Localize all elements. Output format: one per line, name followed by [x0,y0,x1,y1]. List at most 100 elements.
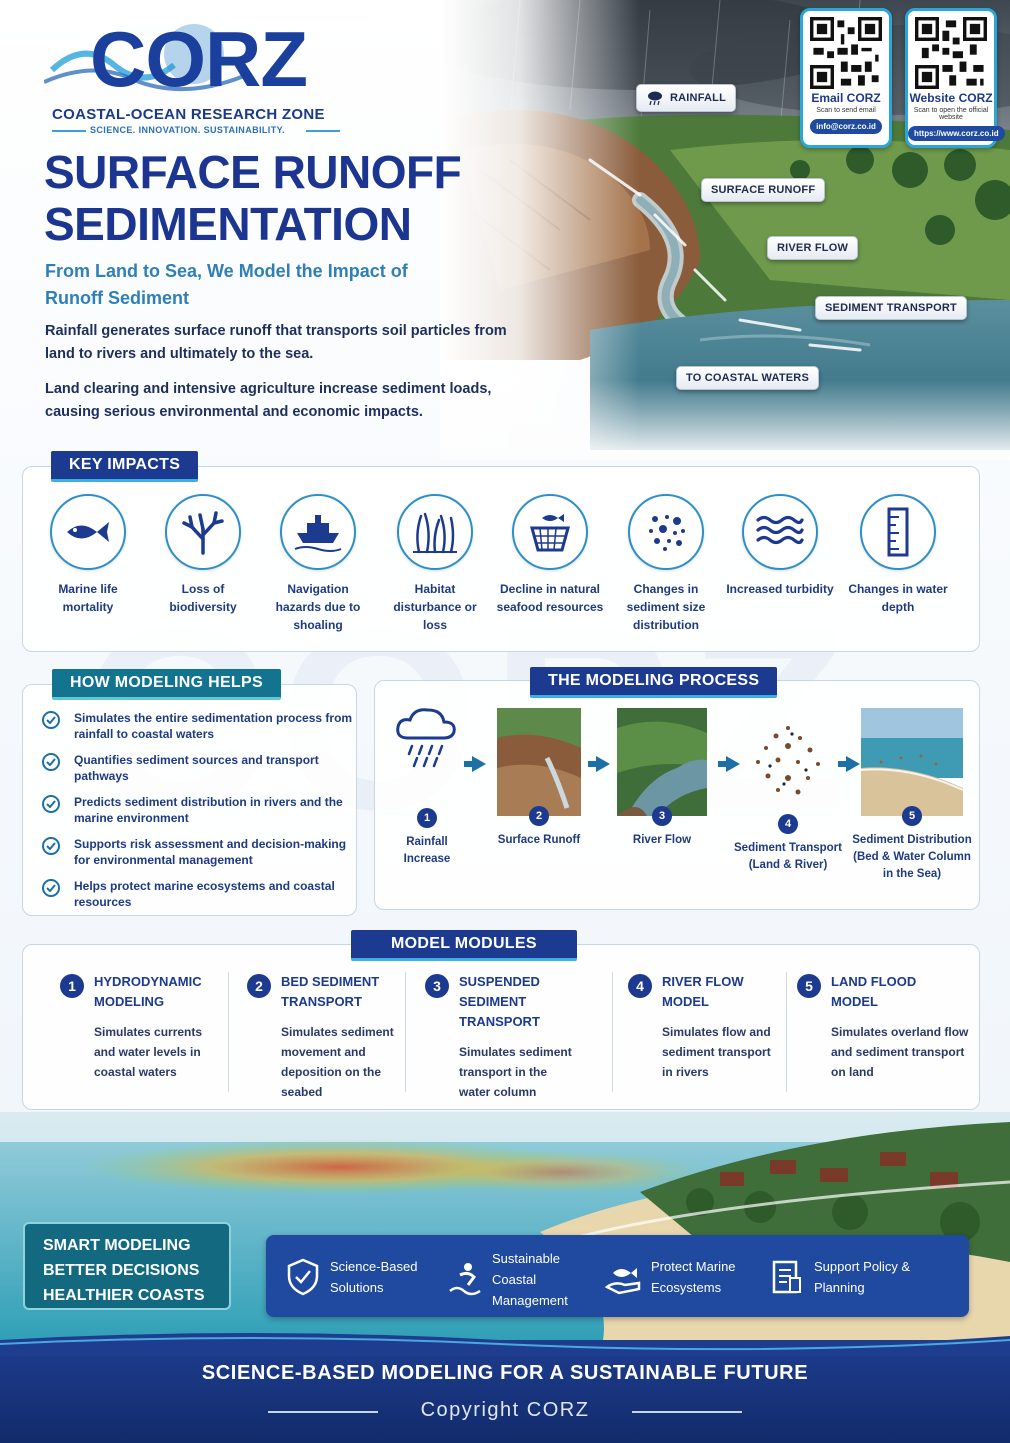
footer [0,1333,1010,1443]
website-qr-hint: Scan to open the official website [913,107,989,121]
website-qr-card[interactable]: Website CORZ Scan to open the official w… [905,8,1005,148]
scene-label-river-flow: RIVER FLOW [767,236,859,260]
page-subtitle: From Land to Sea, We Model the Impact of… [45,261,408,308]
check-icon [42,795,60,813]
step-number: 4 [778,814,798,834]
shield-check-icon [287,1258,319,1296]
benefit-list-item: Helps protect marine ecosystems and coas… [42,878,357,910]
surface-runoff-photo [497,708,581,816]
particles-icon [649,515,685,551]
sediment-particles-icon [756,726,820,795]
footer-divider-left [268,1411,378,1413]
module-divider [612,972,613,1092]
scene-label-rainfall: RAINFALL [636,84,736,112]
step-number: 5 [902,806,922,826]
depth-gauge-icon [887,507,909,557]
module-card-hydrodynamic: 1 HYDRODYNAMIC MODELING Simulates curren… [60,970,240,1082]
footer-wave [0,1333,1010,1356]
scene-label-to-coastal-waters: TO COASTAL WATERS [676,366,819,390]
impact-item: Loss of biodiversity [148,494,258,616]
footer-copyright: Copyright CORZ [420,1399,590,1421]
hero-fade-left [440,0,640,450]
fish-basket-icon [530,514,570,552]
step-number: 1 [417,808,437,828]
model-modules-panel [22,944,980,1110]
module-number: 5 [797,974,821,998]
email-qr-title: Email CORZ [811,91,881,105]
footer-divider-right [632,1411,742,1413]
email-qr-code[interactable] [810,17,882,89]
org-name: COASTAL-OCEAN RESEARCH ZONE [52,106,325,123]
tagline-divider-left [52,130,86,132]
waves-icon [756,515,804,545]
how-modeling-heading: HOW MODELING HELPS [52,669,281,700]
module-card-river-flow: 4 RIVER FLOW MODEL Simulates flow and se… [628,970,808,1082]
org-tagline: SCIENCE. INNOVATION. SUSTAINABILITY. [90,125,285,135]
key-impacts-heading: KEY IMPACTS [51,451,199,482]
impact-item: Changes in water depth [843,494,953,616]
module-card-suspended-sediment: 3 SUSPENDED SEDIMENT TRANSPORT Simulates… [425,970,605,1102]
website-qr-code[interactable] [915,17,987,89]
smart-modeling-badge: SMART MODELING BETTER DECISIONS HEALTHIE… [23,1222,231,1310]
modeling-process-heading: THE MODELING PROCESS [530,667,778,698]
tagline-divider-right [306,130,340,132]
benefit-protect-marine: Protect Marine Ecosystems [605,1256,751,1298]
check-icon [42,879,60,897]
ship-icon [294,515,342,552]
benefit-list-item: Predicts sediment distribution in rivers… [42,794,357,826]
check-icon [42,837,60,855]
policy-doc-icon [772,1260,801,1294]
logo-wordmark: CORZ [90,15,308,103]
module-card-land-flood: 5 LAND FLOOD MODEL Simulates overland fl… [797,970,977,1082]
corz-logo-mark [43,24,245,92]
benefit-list-item: Supports risk assessment and decision-ma… [42,836,357,868]
hand-fish-icon [605,1268,641,1295]
module-number: 1 [60,974,84,998]
email-link-button[interactable]: info@corz.co.id [810,119,882,134]
model-modules-heading: MODEL MODULES [351,930,577,961]
page-title: SURFACE RUNOFF SEDIMENTATION [44,146,462,250]
wave-person-icon [449,1262,481,1295]
benefit-list-item: Simulates the entire sedimentation proce… [42,710,357,742]
module-number: 2 [247,974,271,998]
rain-cloud-icon [648,91,662,106]
process-arrow [838,756,860,772]
module-number: 4 [628,974,652,998]
module-card-bed-sediment: 2 BED SEDIMENT TRANSPORT Simulates sedim… [247,970,427,1102]
impact-item: Navigation hazards due to shoaling [263,494,373,634]
check-icon [42,753,60,771]
rain-cloud-icon [396,708,456,768]
footer-slogan: SCIENCE-BASED MODELING FOR A SUSTAINABLE… [201,1362,809,1384]
intro-paragraph-2: Land clearing and intensive agriculture … [45,381,492,420]
check-icon [42,711,60,729]
benefit-list-item: Quantifies sediment sources and transpor… [42,752,357,784]
module-divider [405,972,406,1092]
process-arrow [588,756,610,772]
process-step-river-flow: 3 River Flow [614,708,710,849]
process-arrow [464,756,486,772]
fish-icon [67,522,109,542]
email-qr-card[interactable]: Email CORZ Scan to send email info@corz.… [800,8,892,148]
process-step-sediment-distribution: 5 Sediment Distribution (Bed & Water Col… [852,708,972,883]
seagrass-icon [413,512,457,554]
river-flow-photo [617,708,707,816]
impact-item: Habitat disturbance or loss [380,494,490,634]
process-step-rainfall: 1 Rainfall Increase [382,700,472,868]
sediment-distribution-photo [860,708,964,816]
process-step-sediment-transport: 4 Sediment Transport (Land & River) [730,720,846,874]
website-qr-title: Website CORZ [909,91,993,105]
website-link-button[interactable]: https://www.corz.co.id [908,126,1005,141]
scene-label-surface-runoff: SURFACE RUNOFF [701,178,826,202]
corz-logo: CORZ [43,10,354,103]
intro-paragraph-1: Rainfall generates surface runoff that t… [45,323,507,362]
step-number: 3 [652,806,672,826]
benefit-sustainable-coastal: Sustainable Coastal Management [448,1248,582,1311]
benefit-support-policy: Support Policy & Planning [770,1256,934,1298]
process-arrow [718,756,740,772]
hero-fade-bottom [440,380,1010,460]
process-step-surface-runoff: 2 Surface Runoff [492,708,586,849]
benefit-science-based: Science-Based Solutions [286,1256,426,1298]
email-qr-hint: Scan to send email [816,107,876,114]
coral-icon [182,511,224,555]
